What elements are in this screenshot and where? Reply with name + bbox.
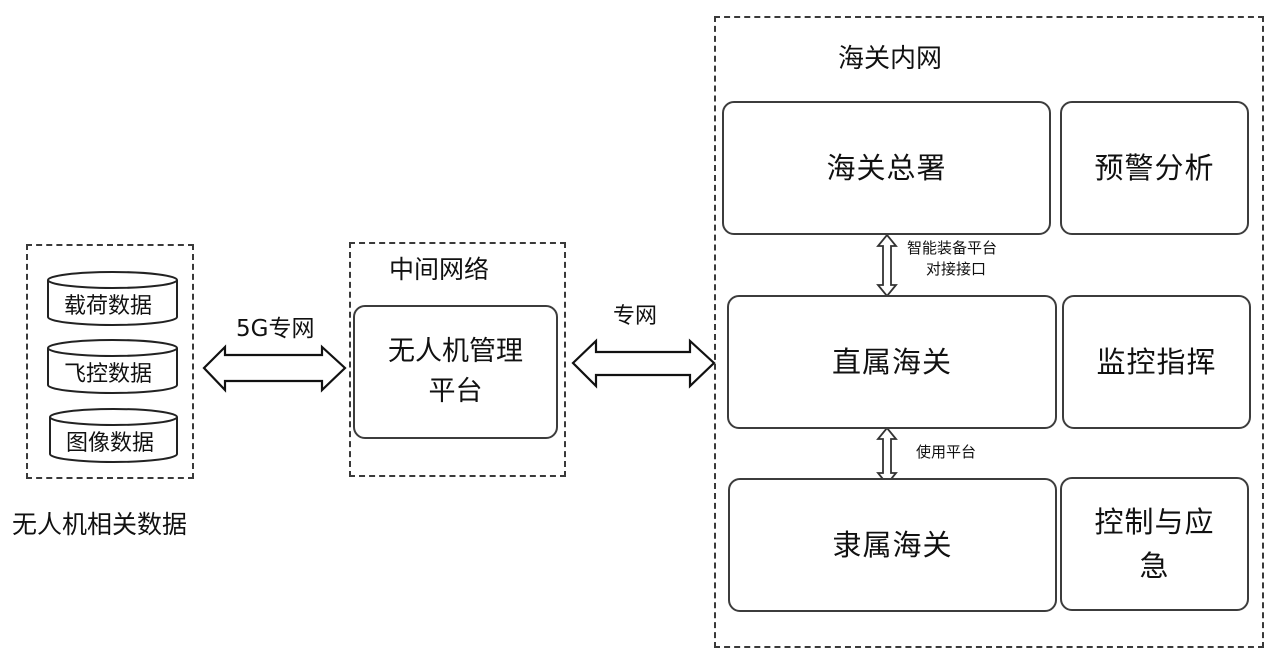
function-label-line-1: 控制与应 xyxy=(1094,505,1215,539)
platform-line-1: 无人机管理 xyxy=(388,336,523,367)
drone-management-platform: 无人机管理 平台 xyxy=(353,305,558,439)
org-label: 海关总署 xyxy=(826,151,947,185)
function-label: 监控指挥 xyxy=(1096,345,1217,379)
customs-intranet-group xyxy=(714,16,1264,648)
usage-link-label: 使用平台 xyxy=(916,443,977,461)
platform-line-2: 平台 xyxy=(428,376,483,407)
double-arrow-private-network-icon xyxy=(571,338,716,389)
database-cylinder-flight-control xyxy=(47,339,178,394)
function-box-control-emergency: 控制与应 急 xyxy=(1060,477,1249,611)
drone-data-group xyxy=(26,244,194,479)
function-box-early-warning: 预警分析 xyxy=(1060,101,1249,235)
link-5g-label: 5G专网 xyxy=(236,316,315,342)
org-box-general-administration: 海关总署 xyxy=(722,101,1051,235)
double-arrow-5g-icon xyxy=(202,344,347,393)
interface-link-line-1: 智能装备平台 xyxy=(907,239,998,257)
image-data-label: 图像数据 xyxy=(66,431,155,456)
middle-network-title: 中间网络 xyxy=(389,255,490,284)
link-private-label: 专网 xyxy=(613,304,658,329)
function-label: 预警分析 xyxy=(1094,151,1215,185)
function-box-monitoring-command: 监控指挥 xyxy=(1062,295,1251,429)
org-box-direct-customs: 直属海关 xyxy=(727,295,1057,429)
drone-data-caption: 无人机相关数据 xyxy=(12,510,188,539)
database-cylinder-image xyxy=(49,408,178,463)
middle-network-group xyxy=(349,242,566,477)
interface-link-label: 智能装备平台 对接接口 xyxy=(907,238,997,280)
flight-control-data-label: 飞控数据 xyxy=(64,362,153,387)
database-cylinder-payload xyxy=(47,271,178,326)
interface-link-line-2: 对接接口 xyxy=(926,260,987,278)
payload-data-label: 载荷数据 xyxy=(64,294,153,319)
org-label: 隶属海关 xyxy=(832,528,953,562)
org-label: 直属海关 xyxy=(831,345,952,379)
customs-intranet-title: 海关内网 xyxy=(838,44,943,74)
org-box-subordinate-customs: 隶属海关 xyxy=(728,478,1057,612)
function-label-line-2: 急 xyxy=(1139,549,1170,583)
